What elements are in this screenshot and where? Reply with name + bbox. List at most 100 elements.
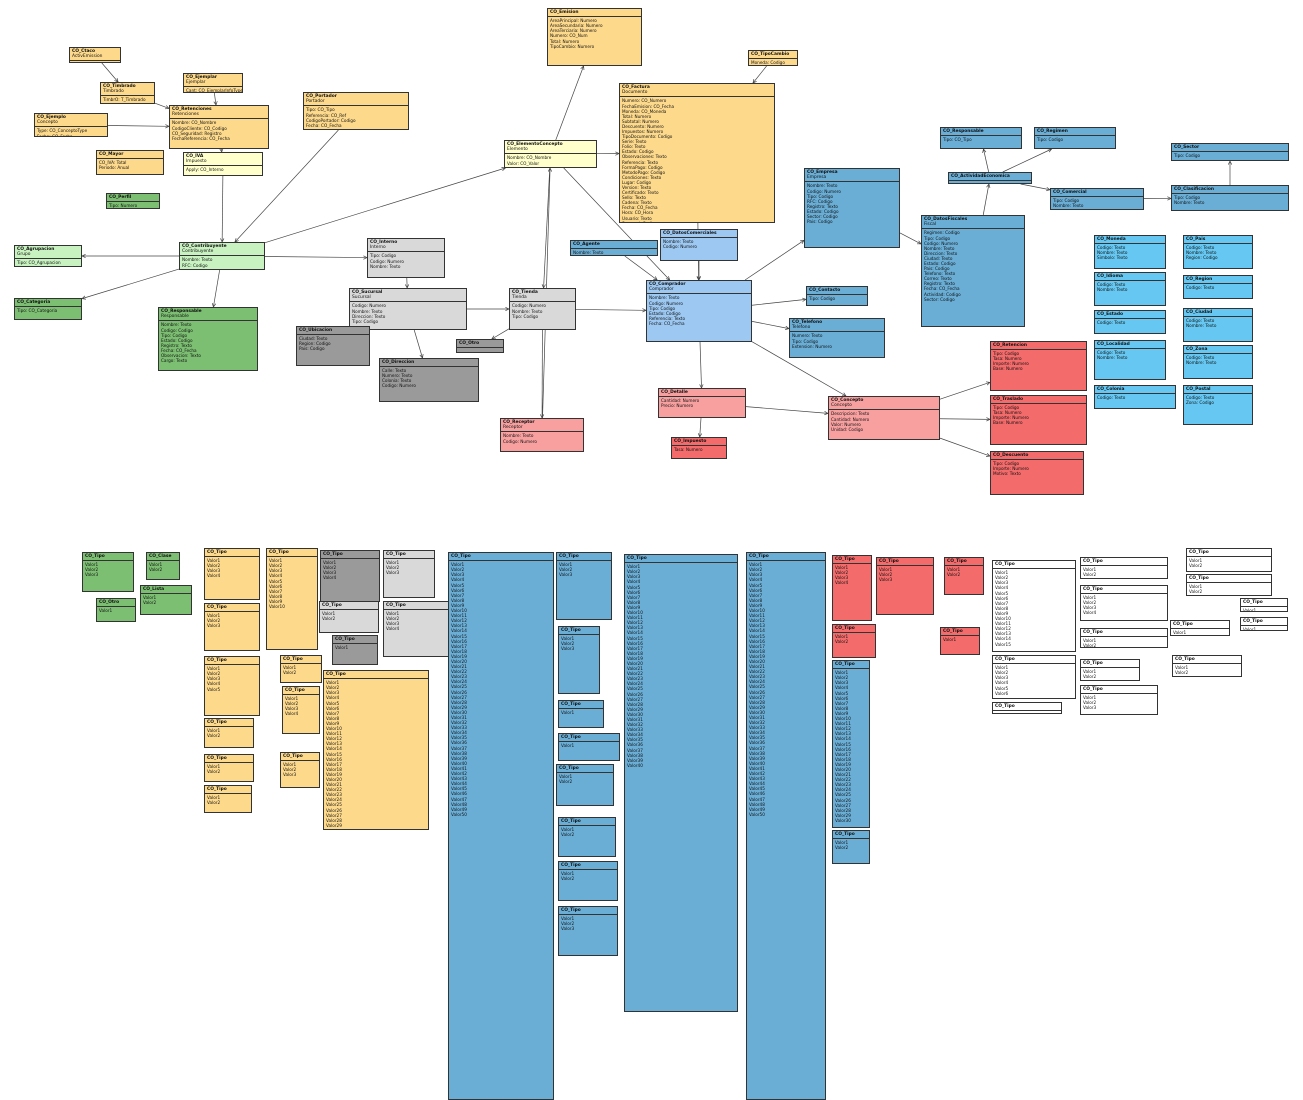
- class-box[interactable]: CO_Otro: [456, 339, 504, 353]
- class-box[interactable]: CO_Tipo: [992, 702, 1062, 714]
- class-box[interactable]: CO_ActividadEconomica: [948, 172, 1032, 184]
